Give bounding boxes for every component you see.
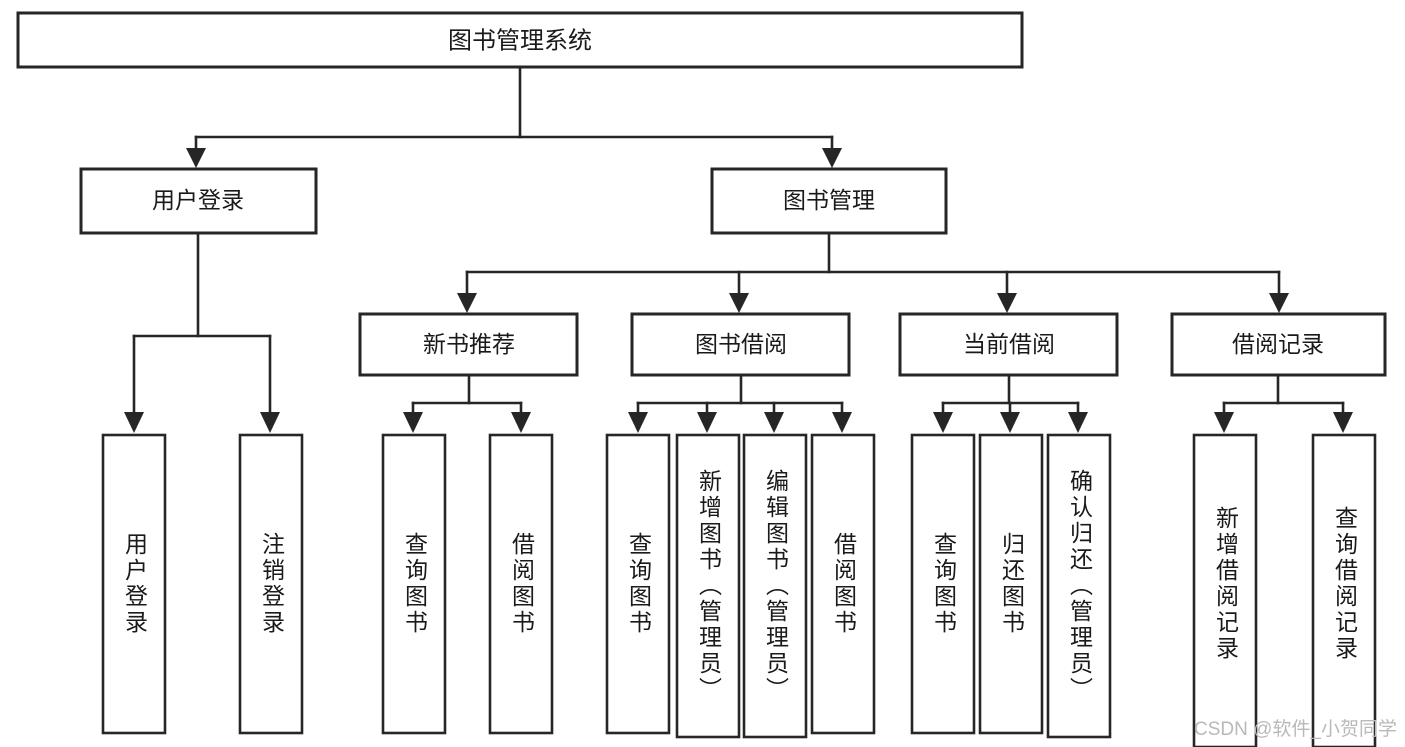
leaf-borrow-lend-box [810,433,876,735]
leaf-rec-add-box [1192,433,1258,747]
leaf-rec-query-box [381,433,447,735]
current-borrow-box [898,312,1119,377]
arrowhead-user-login [186,148,206,168]
new-book-rec-label: 新书推荐 [423,331,515,357]
leaf-borrow-edit-box [742,433,808,739]
arrowhead-leaf-rec-borrow [511,412,531,433]
new-book-rec-box [358,312,579,377]
node-current-borrow: 当前借阅 [898,312,1119,377]
arrowhead-leaf-rec-query [403,412,423,433]
arrowhead-leaf-cur-return [1000,412,1020,433]
leaf-rec-query2-box [1311,433,1377,747]
arrowhead-book-manage [822,148,842,168]
arrowhead-currentborrow [997,293,1017,313]
arrowhead-leaf-borrow-add [697,412,717,433]
node-root: 图书管理系统 [16,11,1024,69]
arrowhead-leaf-cur-query [933,412,953,433]
arrowhead-leaf-rec-add [1214,412,1234,433]
leaf-rec-borrow-box [488,433,554,735]
arrowhead-leaf-borrow-query [628,412,648,433]
leaf-user-login-box [101,433,167,735]
current-borrow-label: 当前借阅 [963,331,1055,357]
arrowhead-borrowrecord [1269,293,1289,313]
arrowhead-leaf-borrow-lend [832,412,852,433]
node-user-login: 用户登录 [79,167,318,235]
node-borrow-record: 借阅记录 [1170,312,1387,377]
arrowhead-newbook [457,293,477,313]
book-borrow-label: 图书借阅 [695,331,787,357]
arrowhead-bookborrow [729,293,749,313]
user-login-label: 用户登录 [152,187,244,213]
node-new-book-rec: 新书推荐 [358,312,579,377]
borrow-record-label: 借阅记录 [1232,331,1324,357]
borrow-record-box [1170,312,1387,377]
arrowhead-leaf-user-login [124,412,144,433]
book-manage-box [710,167,948,235]
arrowhead-leaf-borrow-edit [764,412,784,433]
leaf-cur-return-box [978,433,1044,735]
leaf-borrow-add-box [675,433,741,739]
node-book-borrow: 图书借阅 [630,312,851,377]
leaf-user-logout-box [238,433,304,735]
book-borrow-box [630,312,851,377]
book-manage-label: 图书管理 [783,187,875,213]
arrowhead-leaf-rec-query2 [1333,412,1353,433]
arrowhead-leaf-cur-confirm [1068,412,1088,433]
leaf-cur-confirm-box [1046,433,1112,739]
arrowhead-leaf-user-logout [260,412,280,433]
root-box [16,11,1024,69]
leaf-borrow-query-box [605,433,671,735]
root-label: 图书管理系统 [448,27,592,54]
node-book-manage: 图书管理 [710,167,948,235]
leaf-cur-query-box [910,433,976,735]
